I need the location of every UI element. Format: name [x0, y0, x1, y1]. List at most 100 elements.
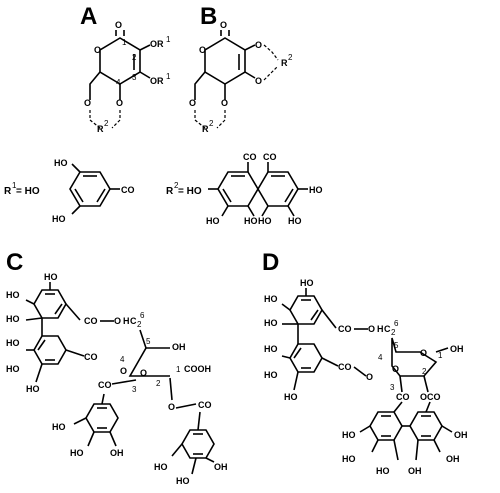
c-galloyl-right-oh: OH — [214, 462, 228, 472]
c-position-5: 5 — [146, 337, 151, 346]
galloyl-co: CO — [121, 185, 135, 195]
c-position-2: 2 — [156, 379, 161, 388]
galloyl-ho-bottom: HO — [52, 214, 66, 224]
svg-text:H: H — [123, 316, 130, 326]
r2-definition-hhdp: R 2 = HO CO CO HO HO HO HO HO — [166, 152, 323, 226]
svg-text:2: 2 — [174, 181, 179, 190]
galloyl-ho-top: HO — [54, 158, 68, 168]
svg-text:1: 1 — [166, 35, 171, 44]
panel-label-b: B — [200, 3, 217, 30]
svg-text:= HO: = HO — [16, 186, 40, 197]
ether-oxygen-b-lower: O — [255, 76, 262, 86]
d-oco: OCO — [420, 392, 441, 402]
svg-text:2: 2 — [288, 53, 293, 62]
c-ester-upper: CO — [84, 316, 98, 326]
position-2-a: 2 — [132, 53, 137, 62]
hhdp-ho-4: HO — [288, 216, 302, 226]
d-position-1: 1 — [438, 351, 443, 360]
d-ho-lower-left-3: HO — [284, 392, 298, 402]
hhdp-ho-right: HO — [309, 185, 323, 195]
c-ho-upper-left-1: HO — [6, 290, 20, 300]
or1-upper-a: OR — [150, 39, 164, 49]
c-oh-5: OH — [172, 342, 186, 352]
d-hhdp-oh-1: OH — [408, 466, 422, 476]
ring-oxygen-a: O — [94, 45, 101, 55]
panel-label-c: C — [6, 249, 23, 276]
c-position-4: 4 — [120, 355, 125, 364]
ether-oxygen-b-upper: O — [255, 40, 262, 50]
svg-text:= HO: = HO — [178, 186, 202, 197]
d-ester-lower: CO — [338, 362, 352, 372]
d-ho-lower-left-2: HO — [264, 370, 278, 380]
c-oxygen-2: O — [168, 402, 175, 412]
c-galloyl-right-ho-2: HO — [176, 476, 190, 486]
ether-oxygen-b-left: O — [189, 98, 196, 108]
hhdp-co-right: CO — [263, 152, 277, 162]
carbonyl-oxygen-a: O — [115, 20, 122, 30]
c-galloyl-right-ho-1: HO — [154, 462, 168, 472]
panel-label-d: D — [262, 249, 279, 276]
c-ester-lower: CO — [84, 352, 98, 362]
r2-group-b-lower: R — [202, 124, 209, 134]
c-position-3: 3 — [132, 385, 137, 394]
svg-text:2: 2 — [104, 119, 109, 128]
d-ester-3: CO — [396, 392, 410, 402]
r1-definition-galloyl: R 1 = HO HO HO CO — [4, 158, 135, 224]
position-4-a: 4 — [116, 78, 121, 87]
d-oxygen-4: O — [392, 364, 399, 374]
d-hhdp-ho-3: HO — [376, 466, 390, 476]
svg-text:1: 1 — [12, 181, 17, 190]
r2-group-b-right: R — [281, 58, 288, 68]
svg-text:2: 2 — [209, 119, 214, 128]
d-hhdp-ho-1: HO — [342, 430, 356, 440]
position-3-a: 3 — [132, 73, 137, 82]
structure-b: B O O O O R 2 O O R 2 — [189, 3, 293, 134]
ether-oxygen-b-right: O — [221, 98, 228, 108]
ether-oxygen-a-left: O — [84, 98, 91, 108]
d-position-6: 6 — [394, 319, 399, 328]
c-galloyl-left-oh: OH — [110, 448, 124, 458]
structure-c: C HO HO HO CO O H C 2 6 HO HO HO CO 5 4 — [6, 249, 228, 486]
or1-lower-a: OR — [150, 76, 164, 86]
svg-text:2: 2 — [137, 320, 142, 329]
panel-label-a: A — [80, 3, 97, 30]
d-oh-anomeric: OH — [450, 344, 464, 354]
d-ring-oxygen: O — [420, 348, 427, 358]
d-ester-upper: CO — [338, 324, 352, 334]
structure-d: D HO HO HO CO O H C 2 6 HO HO HO CO O 5 — [262, 249, 468, 476]
c-ho-top: HO — [44, 272, 58, 282]
c-ho-lower-left-3: HO — [26, 384, 40, 394]
d-ho-lower-left-1: HO — [264, 344, 278, 354]
hhdp-co-left: CO — [243, 152, 257, 162]
c-och2: O — [114, 316, 121, 326]
svg-text:R: R — [166, 186, 174, 197]
svg-text:2: 2 — [391, 328, 396, 337]
c-oxygen-4: O — [120, 366, 127, 376]
structure-a: A O O 1 2 3 4 OR 1 OR 1 O O R 2 — [80, 3, 171, 134]
hhdp-ho-2: HO — [244, 216, 258, 226]
svg-text:1: 1 — [166, 72, 171, 81]
d-oxygen-link: O — [366, 372, 373, 382]
c-position-1: 1 — [176, 365, 181, 374]
position-1-a: 1 — [122, 38, 127, 47]
c-ho-lower-left-2: HO — [6, 364, 20, 374]
c-galloyl-left-ho-1: HO — [52, 422, 66, 432]
c-ho-lower-left-1: HO — [6, 338, 20, 348]
c-ester-galloyl-left: CO — [98, 380, 112, 390]
d-hhdp-ho-2: HO — [342, 454, 356, 464]
d-hhdp-oh-3: OH — [454, 430, 468, 440]
c-position-6: 6 — [140, 311, 145, 320]
d-position-5: 5 — [394, 341, 399, 350]
r2-group-a: R — [97, 124, 104, 134]
ring-oxygen-b: O — [199, 45, 206, 55]
d-och2: O — [368, 324, 375, 334]
svg-text:R: R — [4, 186, 12, 197]
d-position-3: 3 — [390, 383, 395, 392]
ether-oxygen-a-right: O — [116, 98, 123, 108]
d-position-2: 2 — [422, 367, 427, 376]
svg-text:H: H — [377, 324, 384, 334]
svg-text:C: C — [130, 316, 137, 326]
c-oxygen-3: O — [140, 368, 147, 378]
d-ho-top: HO — [300, 278, 314, 288]
